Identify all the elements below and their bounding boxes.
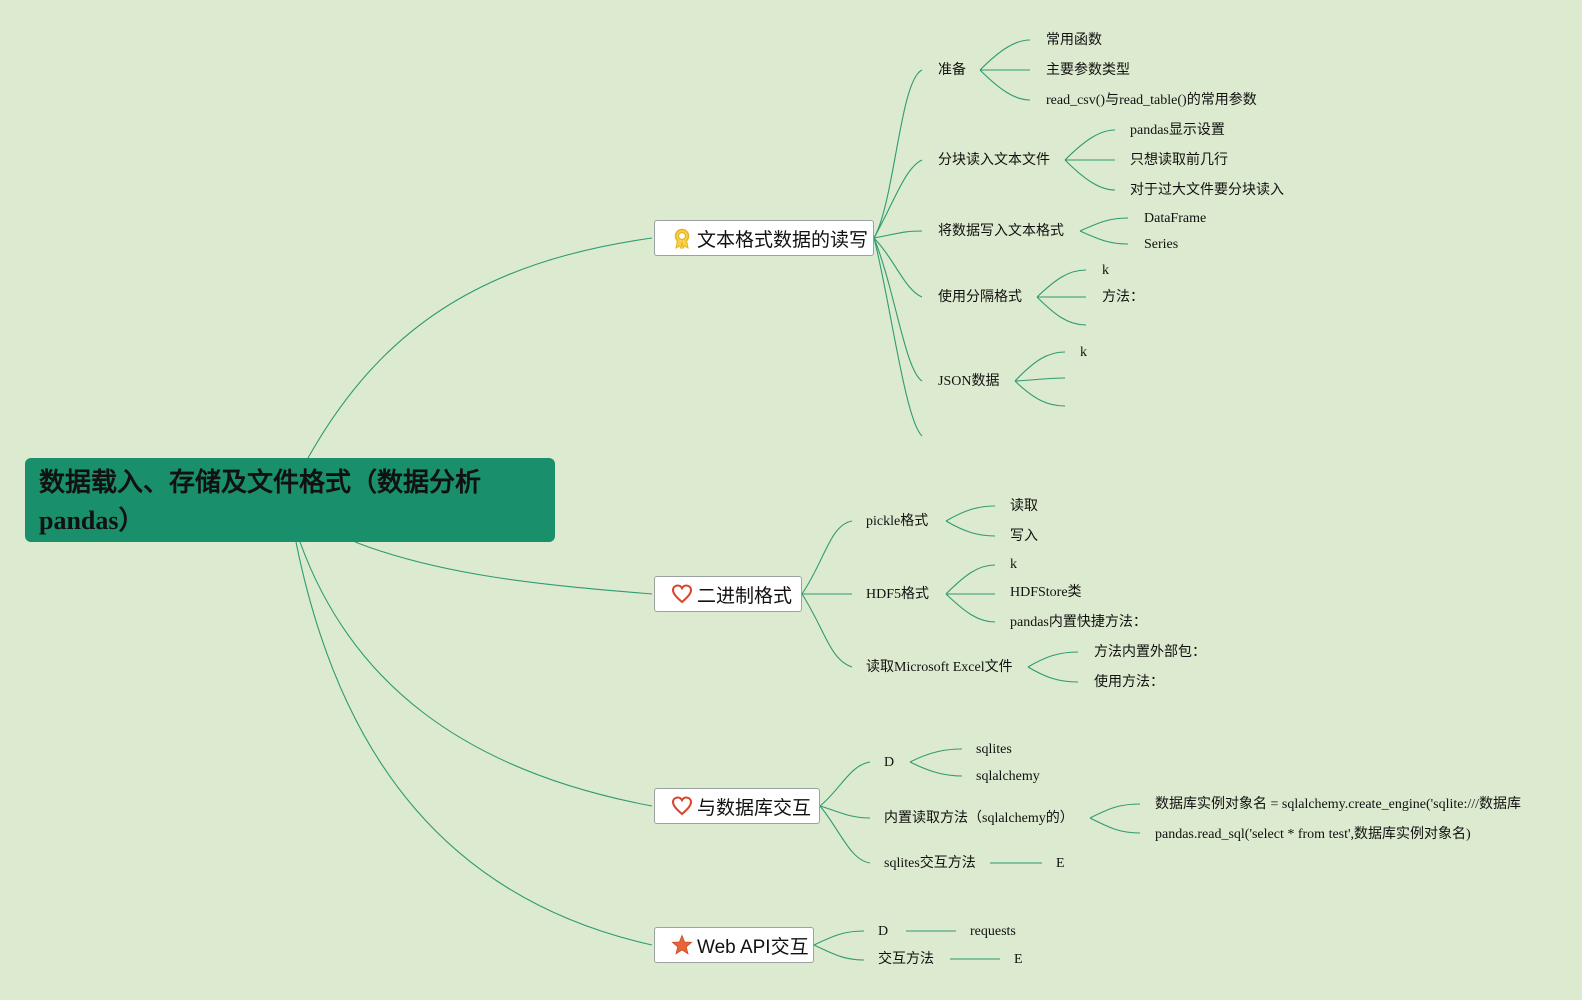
node-leaf[interactable]: E <box>1014 952 1023 967</box>
node-leaf[interactable]: pandas.read_sql('select * from test',数据库… <box>1155 827 1471 842</box>
node-leaf[interactable]: 使用方法： <box>1094 675 1164 690</box>
node-leaf[interactable]: DataFrame <box>1144 211 1207 226</box>
node-excel[interactable]: 读取Microsoft Excel文件 <box>866 660 1013 675</box>
root-title-line1: 数据载入、存储及文件格式（数据分析 <box>39 468 482 497</box>
node-json[interactable]: JSON数据 <box>938 374 1000 389</box>
node-builtin[interactable]: 内置读取方法（sqlalchemy的） <box>884 811 1074 826</box>
node-pickle[interactable]: pickle格式 <box>866 514 929 529</box>
node-leaf[interactable]: 读取 <box>1010 499 1038 514</box>
node-leaf[interactable]: sqlalchemy <box>976 769 1040 784</box>
node-method[interactable]: 交互方法 <box>878 952 934 967</box>
branch-label: 文本格式数据的读写 <box>697 229 869 251</box>
branch-label: 二进制格式 <box>697 585 793 607</box>
branch-text-format[interactable]: 文本格式数据的读写 <box>654 220 874 256</box>
node-leaf[interactable]: 数据库实例对象名 = sqlalchemy.create_engine('sql… <box>1155 797 1522 812</box>
node-chunk[interactable]: 分块读入文本文件 <box>938 153 1050 168</box>
node-leaf[interactable]: k <box>1102 263 1109 278</box>
node-leaf[interactable]: 对于过大文件要分块读入 <box>1130 183 1284 198</box>
node-leaf[interactable]: pandas内置快捷方法： <box>1010 615 1147 630</box>
node-leaf[interactable]: read_csv()与read_table()的常用参数 <box>1046 93 1257 108</box>
heart-icon <box>671 795 693 817</box>
node-sqlites[interactable]: sqlites交互方法 <box>884 856 976 871</box>
node-hdf5[interactable]: HDF5格式 <box>866 587 930 602</box>
node-d[interactable]: D <box>878 924 889 939</box>
node-leaf[interactable]: 常用函数 <box>1046 33 1102 48</box>
node-leaf[interactable]: k <box>1010 557 1017 572</box>
node-leaf[interactable]: E <box>1056 856 1065 871</box>
node-leaf[interactable]: HDFStore类 <box>1010 585 1082 600</box>
node-leaf[interactable]: sqlites <box>976 742 1012 757</box>
branch-binary-format[interactable]: 二进制格式 <box>654 576 802 612</box>
node-prep[interactable]: 准备 <box>938 63 966 78</box>
node-leaf[interactable]: pandas显示设置 <box>1130 123 1225 138</box>
branch-label: 与数据库交互 <box>697 797 812 819</box>
node-leaf[interactable]: 方法： <box>1102 290 1144 305</box>
node-leaf[interactable]: 主要参数类型 <box>1046 63 1130 78</box>
heart-icon <box>671 583 693 605</box>
node-leaf[interactable]: requests <box>970 924 1016 939</box>
root-topic[interactable]: 数据载入、存储及文件格式（数据分析 pandas） <box>25 458 555 542</box>
node-leaf[interactable]: 方法内置外部包： <box>1094 645 1206 660</box>
node-leaf[interactable]: Series <box>1144 237 1179 252</box>
node-leaf[interactable]: 只想读取前几行 <box>1130 153 1228 168</box>
node-delim[interactable]: 使用分隔格式 <box>938 290 1022 305</box>
award-icon <box>671 227 693 249</box>
root-title-line2: pandas） <box>39 506 145 535</box>
node-d[interactable]: D <box>884 755 895 770</box>
node-leaf[interactable]: k <box>1080 345 1087 360</box>
branch-label: Web API交互 <box>697 936 809 958</box>
branch-database[interactable]: 与数据库交互 <box>654 788 820 824</box>
branch-web-api[interactable]: Web API交互 <box>654 927 814 963</box>
star-icon <box>671 934 693 956</box>
node-write[interactable]: 将数据写入文本格式 <box>938 224 1064 239</box>
node-leaf[interactable]: 写入 <box>1010 529 1038 544</box>
